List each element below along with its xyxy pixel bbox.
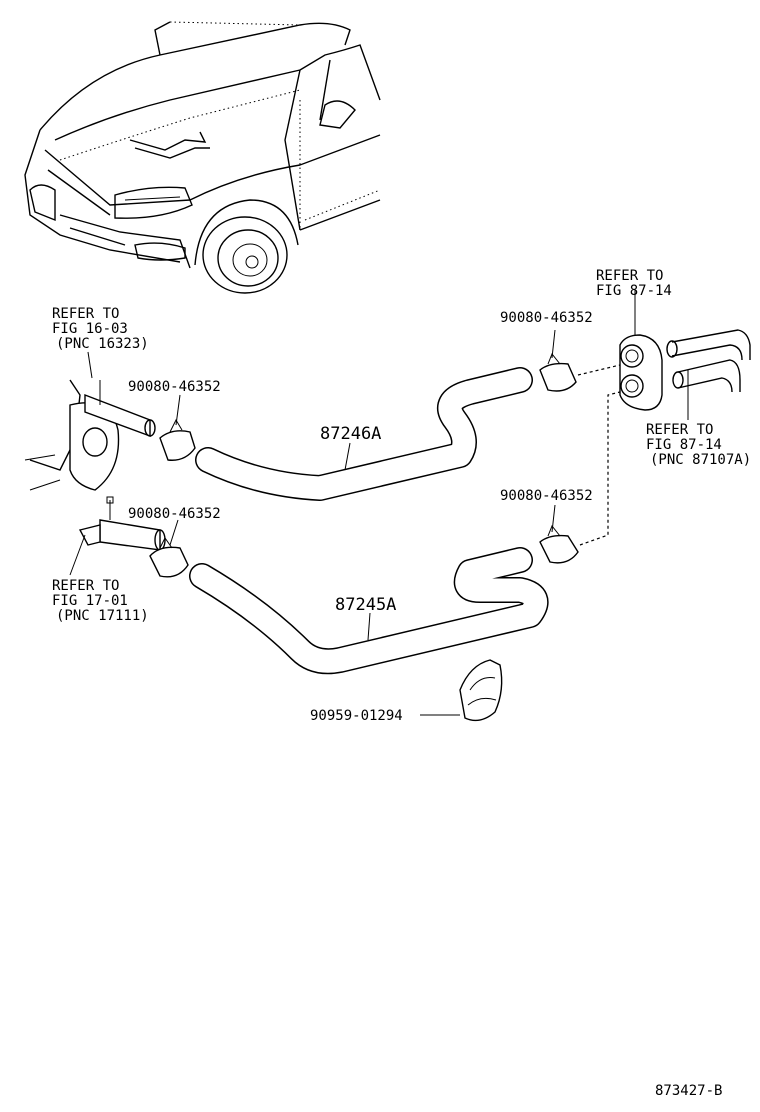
svg-text:REFER TO: REFER TO	[596, 268, 663, 284]
part-number-clamp-lower-right: 90080-46352	[500, 488, 593, 504]
svg-text:FIG 87-14: FIG 87-14	[646, 437, 722, 453]
callout-refer-16-03: REFER TO FIG 16-03 (PNC 16323)	[52, 306, 149, 352]
hose-upper	[195, 367, 533, 501]
part-number-clamp-upper-right: 90080-46352	[500, 310, 593, 326]
clamp-upper-left	[159, 418, 196, 461]
svg-text:(PNC 87107A): (PNC 87107A)	[650, 452, 751, 468]
hose-lower	[189, 547, 549, 675]
svg-text:FIG 16-03: FIG 16-03	[52, 321, 128, 337]
leader-lines	[69, 290, 689, 716]
car-illustration	[24, 21, 381, 294]
clamp-lower-left	[149, 537, 189, 578]
callout-refer-87-14-right: REFER TO FIG 87-14 (PNC 87107A)	[646, 422, 751, 468]
svg-text:REFER TO: REFER TO	[52, 578, 119, 594]
svg-text:(PNC 17111): (PNC 17111)	[56, 608, 149, 624]
hose-clamp-bracket	[459, 659, 503, 722]
callout-refer-17-01: REFER TO FIG 17-01 (PNC 17111)	[52, 578, 149, 624]
heater-grommet	[619, 329, 751, 411]
engine-water-outlet	[24, 379, 156, 491]
part-number-hose-lower: 87245A	[335, 595, 396, 615]
part-number-hose-upper: 87246A	[320, 424, 381, 444]
figure-code: 873427-B	[655, 1083, 722, 1099]
connector-upper	[577, 364, 621, 376]
clamp-upper-right	[539, 353, 577, 392]
callout-refer-87-14-top: REFER TO FIG 87-14	[596, 268, 672, 299]
part-number-hose-clamp: 90959-01294	[310, 708, 403, 724]
svg-text:REFER TO: REFER TO	[52, 306, 119, 322]
svg-text:(PNC 16323): (PNC 16323)	[56, 336, 149, 352]
svg-text:REFER TO: REFER TO	[646, 422, 713, 438]
clamp-lower-right	[539, 525, 579, 564]
engine-water-pipe-lower	[78, 496, 166, 551]
svg-text:FIG 17-01: FIG 17-01	[52, 593, 128, 609]
part-number-clamp-upper-left: 90080-46352	[128, 379, 221, 395]
svg-text:FIG 87-14: FIG 87-14	[596, 283, 672, 299]
connector-lower	[579, 391, 621, 546]
part-number-clamp-lower-left: 90080-46352	[128, 506, 221, 522]
